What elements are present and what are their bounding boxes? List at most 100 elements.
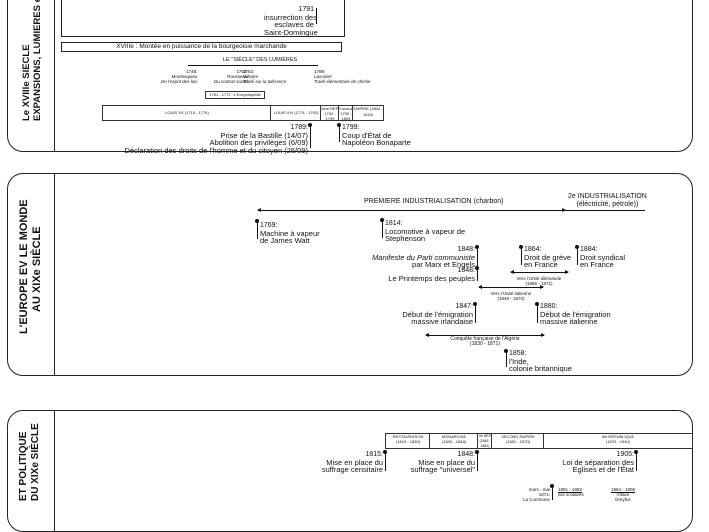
event-1848-manifeste: 1848: Manifeste du Parti communiste par … xyxy=(348,246,475,269)
event-year: 1799: xyxy=(342,124,360,131)
event-line: Affaire xyxy=(616,492,630,497)
event-1789: 1789: Prise de la Bastille (14/07) Aboli… xyxy=(103,124,308,154)
item-name: Voltaire xyxy=(243,74,259,79)
event-line: Machine à vapeur xyxy=(260,228,320,238)
reign-louis-xv: LOUIS XV (1715 - 1774) xyxy=(102,105,272,121)
event-year: 1848: xyxy=(457,246,475,253)
title-line-2: DU XIXe SIÈCLE xyxy=(29,423,41,501)
event-1884: 1884: Droit syndical en France xyxy=(580,246,625,269)
event-dot xyxy=(519,245,523,249)
event-dot xyxy=(255,219,259,223)
event-year: 1791 xyxy=(298,6,314,13)
event-dot xyxy=(383,450,387,454)
event-tick xyxy=(310,126,311,148)
event-1769: 1769: Machine à vapeur de James Watt xyxy=(260,222,320,245)
lumieres-item-voltaire: 1763: Voltaire Traité sur la tolérance xyxy=(243,69,286,84)
event-dot xyxy=(504,349,508,353)
event-year: 1905: xyxy=(616,451,634,458)
panel-19th-century-world: L'EUROPE EV LE MONDE AU XIXe SIÈCLE PREM… xyxy=(7,173,693,376)
lumieres-line xyxy=(188,65,318,66)
event-year: 1858: xyxy=(509,350,527,357)
industrialisation-1-label: PREMIERE INDUSTRIALISATION (charbon) xyxy=(364,198,504,205)
event-tick xyxy=(257,221,258,239)
label-line: Vers l'Unité italienne xyxy=(490,291,532,296)
event-1847: 1847: Début de l'émigration massive irla… xyxy=(368,303,473,326)
event-line: Début de l'émigration xyxy=(540,309,611,319)
event-line: 1881 - 1882 xyxy=(558,487,583,492)
industrialisation-2-line xyxy=(565,210,645,211)
regime-restauration: RESTAURATION (1815 - 1830) xyxy=(385,433,431,449)
event-dot xyxy=(535,302,539,306)
industrialisation-2-label: 2e INDUSTRIALISATION (éléctricité, pétro… xyxy=(568,193,647,209)
item-work: Traité élémentaire de chimie xyxy=(314,79,371,84)
event-tick xyxy=(339,126,340,142)
event-line: Eglises et de l'État xyxy=(572,465,634,474)
event-tick xyxy=(506,351,507,367)
event-dot xyxy=(473,302,477,306)
panel-title-tab: ET POLITIQUE DU XIXe SIÈCLE xyxy=(8,411,55,531)
event-line: par Marx et Engels xyxy=(412,260,475,269)
regime-dates: (1830 - 1848) xyxy=(441,439,466,444)
regime-name: MONARCHIE xyxy=(441,434,467,439)
event-line: Napoléon Bonaparte xyxy=(342,138,411,147)
event-dot xyxy=(475,245,479,249)
event-dot xyxy=(634,450,638,454)
event-dot xyxy=(308,123,312,127)
algerie-arrow xyxy=(425,333,545,337)
regime-dates: (1815 - 1830) xyxy=(395,439,420,444)
event-year: 1884: xyxy=(580,246,598,253)
event-year: 1880: xyxy=(540,303,558,310)
event-tick xyxy=(316,8,317,24)
event-tick xyxy=(475,305,476,323)
event-dot xyxy=(575,245,579,249)
panel-title: L'EUROPE EV LE MONDE AU XIXe SIÈCLE xyxy=(18,199,43,334)
event-line: insurrection des xyxy=(264,12,317,22)
label-line: 2e INDUSTRIALISATION xyxy=(568,193,647,200)
event-line: 1871: xyxy=(538,492,550,497)
event-line: Coup d'État de xyxy=(342,130,392,140)
event-line: Droit de grève xyxy=(524,252,572,262)
event-year: 1864: xyxy=(524,246,542,253)
regime-monarchie: MONARCHIE (1830 - 1848) xyxy=(429,433,479,449)
event-1814: 1814: Locomotive à vapeur de Stephenson xyxy=(385,220,465,243)
event-line: suffrage censitaire xyxy=(321,465,383,474)
item-year: 1789: xyxy=(314,69,326,74)
event-year: 1769: xyxy=(260,222,278,229)
label-line: (1830 - 1871) xyxy=(469,341,501,347)
event-line: suffrage "universel" xyxy=(410,465,475,474)
lumieres-item-lavoisier: 1789: Lavoisier Traité élémentaire de ch… xyxy=(314,69,370,84)
regime-dates: (1852 - 1870) xyxy=(505,439,530,444)
label-line: (1848 - 1870) xyxy=(497,296,525,301)
event-line: Prise de la Bastille (14/07) xyxy=(220,130,308,140)
reign-consulat: Consulat 1799 - 1804 xyxy=(338,105,355,121)
encyclopedie-box: 1751 - 1772 : L'Encyclopédie xyxy=(205,91,265,99)
title-line-1: ET POLITIQUE xyxy=(18,431,29,501)
event-line: Le Printemps des peuples xyxy=(388,273,475,283)
event-line: Manifeste du Parti communiste xyxy=(372,252,475,262)
unite-allemande-label: Vers l'Unité allemande (1866 - 1871) xyxy=(508,276,570,286)
title-line-1: L'EUROPE EV LE MONDE xyxy=(18,199,30,334)
event-year: 1848: xyxy=(457,267,475,274)
event-dot xyxy=(337,123,341,127)
event-tick xyxy=(385,453,386,471)
event-line: lois scolaires xyxy=(558,492,584,497)
item-work: Du contrat social xyxy=(214,79,248,84)
event-line: en France xyxy=(580,260,614,269)
title-line-2: AU XIXe SIÈCLE xyxy=(30,226,43,312)
item-name: Rousseau xyxy=(227,74,248,79)
event-dot xyxy=(380,218,384,222)
event-tick xyxy=(636,453,637,471)
event-1791: 1791 insurrection des esclaves de Saint-… xyxy=(264,6,318,36)
event-line: Locomotive à vapeur de xyxy=(385,226,466,236)
lumieres-item-montesquieu: 1748: Montesquieu De l'esprit des lois xyxy=(161,69,197,84)
label-line: (éléctricité, pétrole)) xyxy=(576,201,639,208)
item-year: 1763: xyxy=(243,69,255,74)
lumieres-item-rousseau: 1762: Rousseau Du contrat social xyxy=(214,69,248,84)
event-line: Déclaration des droits de l'homme et du … xyxy=(124,145,308,155)
event-line: Droit syndical xyxy=(580,252,626,262)
item-work: Traité sur la tolérance xyxy=(243,79,287,84)
event-tick xyxy=(382,220,383,238)
event-1864: 1864: Droit de grève en France xyxy=(524,246,571,269)
title-line-2: EXPANSIONS, LUMIERES eET REV xyxy=(31,0,43,121)
event-line: mars - mai xyxy=(528,487,550,492)
